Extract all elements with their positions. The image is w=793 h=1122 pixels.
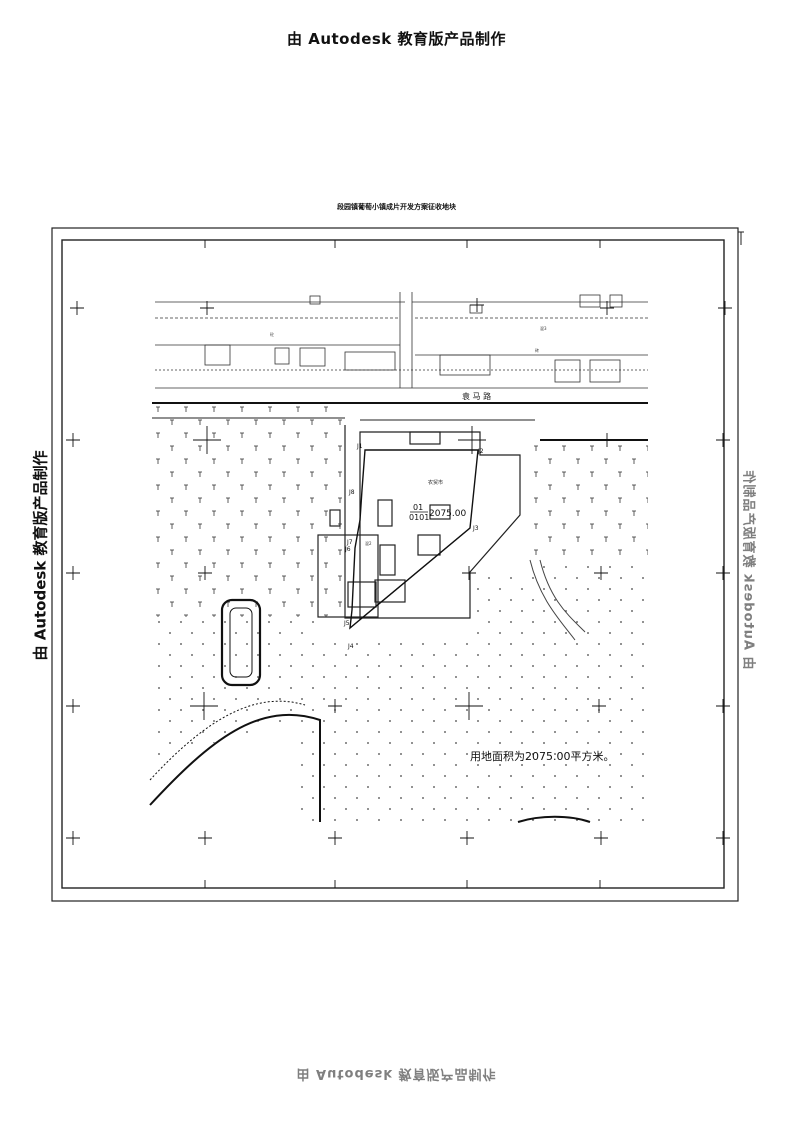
block-label-d: 混3 xyxy=(540,325,547,331)
building-label: 农贸市 xyxy=(428,479,443,486)
point-label-j6: J6 xyxy=(344,546,351,553)
pond xyxy=(220,598,262,687)
point-label-j2: J2 xyxy=(477,448,484,455)
point-label-j8: J8 xyxy=(348,489,355,496)
block-label-a: 砼 xyxy=(270,331,274,337)
dotted-land xyxy=(150,560,648,822)
outer-frame xyxy=(51,227,739,902)
point-label-j3: J3 xyxy=(472,525,479,532)
point-label-j7: J7 xyxy=(346,539,353,546)
point-label-j4: J4 xyxy=(347,643,354,650)
embankment xyxy=(517,815,591,823)
map-title: 段园镇葡萄小镇成片开发方案征收地块 xyxy=(337,203,456,211)
block-label-c: 混2 xyxy=(365,540,372,546)
watermark-top: 由 Autodesk 教育版产品制作 xyxy=(286,30,507,48)
parcel-area: 2075.00 xyxy=(429,509,466,519)
point-label-j5: J5 xyxy=(343,620,350,627)
parcel-id-top: 01 xyxy=(413,503,423,512)
parcel-id-bottom: 0101 xyxy=(409,513,429,522)
inner-frame xyxy=(61,239,725,889)
grid-crosses xyxy=(66,298,732,845)
road-name-label: 袁 马 路 xyxy=(462,391,491,401)
parcel-boundary xyxy=(349,449,479,630)
curved-road xyxy=(149,713,321,822)
farmland-west xyxy=(150,405,345,617)
area-note: 用地面积为2075.00平方米。 xyxy=(470,749,615,763)
point-label-j1: J1 xyxy=(356,443,363,450)
curved-path-east xyxy=(529,559,576,641)
block-label-b: 砖 xyxy=(535,347,539,353)
site-structures xyxy=(317,425,521,620)
farmland-east xyxy=(530,442,648,562)
north-street-blocks xyxy=(155,292,648,389)
